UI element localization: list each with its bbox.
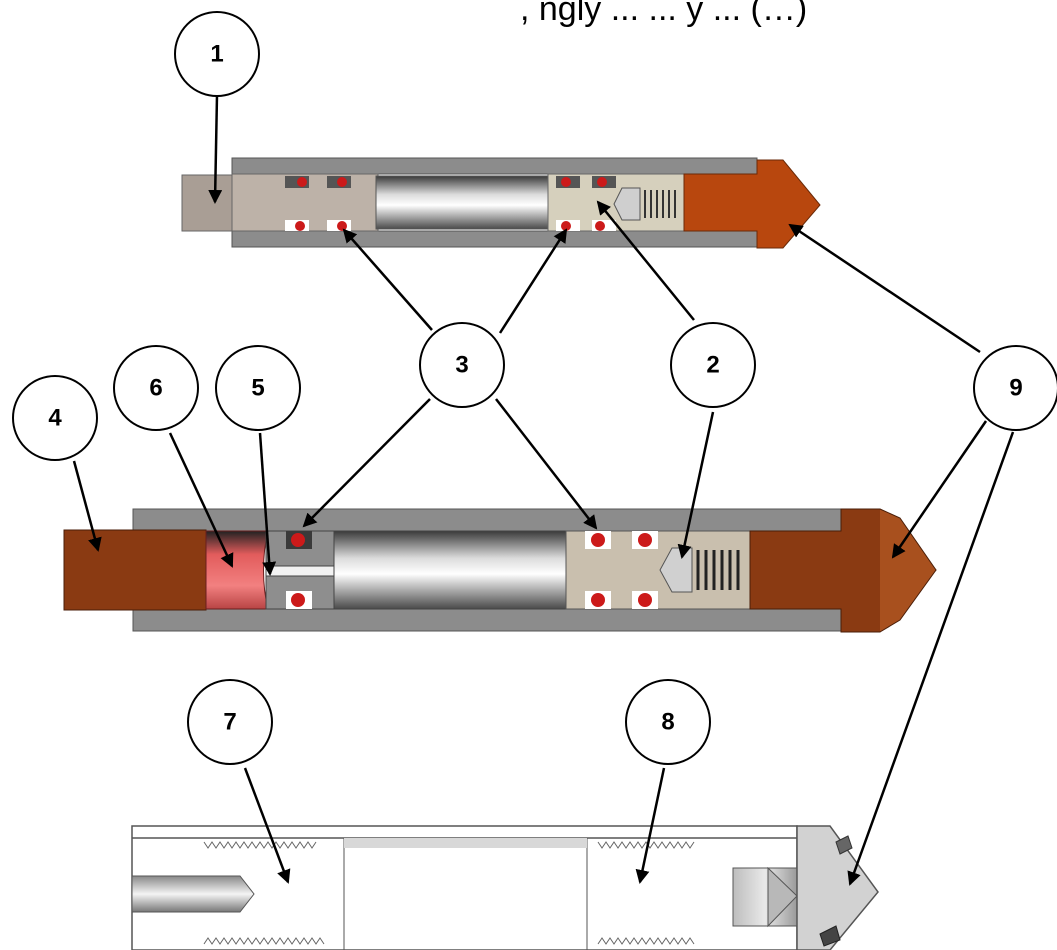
bottom-bit-cone: [767, 866, 798, 928]
middle-bore: [333, 530, 567, 610]
callout-4: 4: [12, 375, 98, 461]
middle-brown-rod: [63, 529, 207, 611]
bottom-threads-left-lower: [203, 937, 325, 945]
bottom-bore-shade: [344, 838, 587, 848]
middle-sleeve-lower-wall: [132, 608, 842, 632]
callout-7-label: 7: [223, 709, 236, 736]
leader-lines: [72, 94, 1015, 886]
callout-1-label: 1: [210, 41, 223, 68]
callout-6-label: 6: [149, 375, 162, 402]
bottom-threads-left-upper: [203, 841, 317, 849]
callout-9: 9: [973, 345, 1057, 431]
leader-6: [168, 432, 234, 568]
top-o-rings: [285, 176, 616, 231]
top-spring: [644, 190, 676, 218]
callout-5-label: 5: [251, 375, 264, 402]
bottom-pin: [131, 875, 255, 913]
bottom-tip-insert-upper: [835, 835, 853, 855]
bottom-tip: [796, 825, 879, 950]
callout-1: 1: [174, 11, 260, 97]
middle-pink-plug: [205, 530, 269, 610]
leader-7: [243, 767, 291, 884]
callout-8: 8: [625, 679, 711, 765]
header-text: , ngly ... ... y ... (…): [520, 0, 808, 28]
middle-spacer-groove: [265, 565, 335, 577]
middle-o-rings: [286, 531, 658, 609]
leader-3-mid-left: [302, 398, 431, 528]
bottom-assembly: [131, 825, 879, 950]
leader-4: [72, 460, 102, 552]
callout-3-label: 3: [455, 352, 468, 379]
callout-6: 6: [113, 345, 199, 431]
callout-2: 2: [670, 322, 756, 408]
middle-assembly: [63, 508, 937, 633]
top-piston-cone: [613, 187, 641, 221]
bottom-tip-insert-lower: [819, 925, 841, 947]
leader-9-bottom: [847, 431, 1015, 886]
bottom-threads-right-upper: [597, 841, 695, 849]
callout-2-label: 2: [706, 352, 719, 379]
middle-sleeve-upper-wall: [132, 508, 842, 532]
top-sleeve-lower-wall: [231, 230, 758, 248]
leader-3-top-right: [498, 228, 568, 334]
leader-8: [635, 767, 666, 884]
callout-3: 3: [419, 322, 505, 408]
leader-9-mid: [891, 420, 988, 559]
leader-3-top-left: [342, 228, 433, 331]
callout-7: 7: [187, 679, 273, 765]
bottom-threads-right-lower: [597, 937, 695, 945]
leader-2-top: [596, 200, 695, 321]
leader-3-mid-right: [495, 398, 598, 530]
top-assembly: [181, 157, 821, 249]
callout-9-label: 9: [1009, 375, 1022, 402]
leader-5: [258, 432, 277, 576]
top-plunger-rod: [181, 174, 235, 232]
middle-spring: [696, 550, 740, 590]
callout-5: 5: [215, 345, 301, 431]
leader-2-mid: [677, 411, 715, 559]
leader-1: [208, 94, 223, 204]
leader-9-top: [788, 223, 981, 354]
callouts: 1 2 3 4 5 6 7 8: [12, 11, 1057, 765]
middle-tip-chamfer: [879, 508, 937, 633]
callout-8-label: 8: [661, 709, 674, 736]
callout-4-label: 4: [48, 405, 62, 432]
top-sleeve-upper-wall: [231, 157, 758, 175]
top-bore: [375, 175, 549, 230]
